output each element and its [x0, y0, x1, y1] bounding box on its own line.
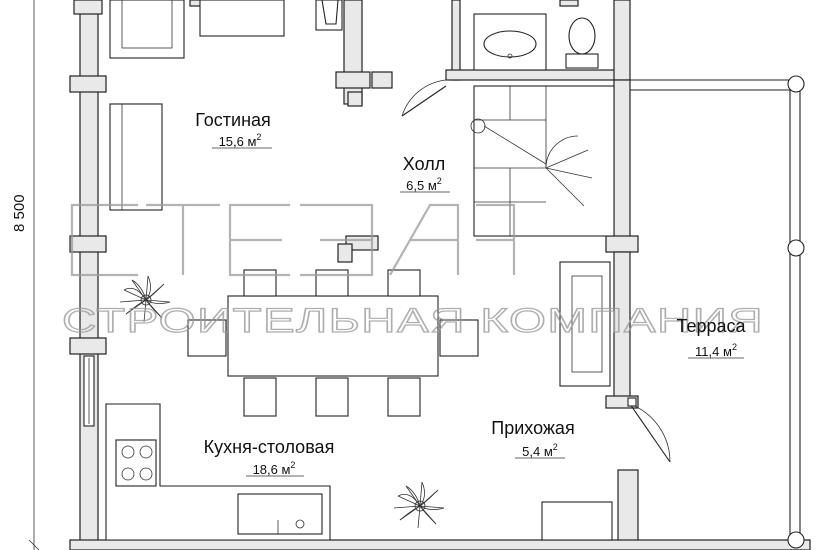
dining-area	[187, 269, 479, 417]
watermark: СТРОИТЕЛЬНАЯ КОМПАНИЯ	[61, 203, 764, 341]
room-name: Терраса	[676, 316, 746, 336]
room-name: Гостиная	[195, 110, 271, 130]
room-area: 5,4 м2	[522, 442, 558, 459]
tv-cabinet	[109, 103, 163, 211]
dining-table	[227, 295, 439, 377]
terrace-post	[787, 531, 805, 549]
chair	[439, 319, 479, 357]
chair	[315, 377, 349, 417]
room-name: Кухня-столовая	[204, 437, 335, 457]
room-kitchen: Кухня-столовая 18,6 м2	[204, 437, 335, 477]
room-terrace: Терраса 11,4 м2	[676, 316, 746, 359]
chair	[243, 377, 277, 417]
bathroom	[315, 0, 599, 71]
sofa	[109, 0, 185, 59]
room-hall: Холл 6,5 м2	[400, 154, 450, 193]
chair	[387, 377, 421, 417]
watermark-tagline: СТРОИТЕЛЬНАЯ КОМПАНИЯ	[62, 302, 764, 340]
room-labels: Гостиная 15,6 м2 Холл 6,5 м2 Терраса 11,…	[195, 110, 746, 477]
sink	[473, 13, 547, 71]
staircase	[473, 85, 615, 237]
room-living: Гостиная 15,6 м2	[195, 110, 272, 149]
dimension-label: 8 500	[11, 194, 28, 232]
hall	[401, 79, 615, 237]
dimension-line: 8 500	[11, 0, 40, 550]
watermark-logo	[70, 203, 516, 277]
room-area: 11,4 м2	[695, 342, 737, 359]
room-entry: Прихожая 5,4 м2	[491, 418, 574, 459]
chair	[387, 269, 421, 297]
outer-walls	[69, 0, 811, 550]
plant-icon	[119, 275, 171, 323]
terrace-post	[787, 75, 805, 93]
kitchen-sink	[237, 493, 323, 535]
room-area: 18,6 м2	[253, 460, 296, 477]
terrace	[630, 75, 805, 549]
armchair	[199, 0, 285, 37]
room-area: 15,6 м2	[219, 132, 262, 149]
terrace-post	[787, 239, 805, 257]
room-name: Прихожая	[491, 418, 574, 438]
toilet-icon	[565, 17, 599, 69]
living-room-furniture	[109, 0, 285, 211]
stove-icon	[115, 439, 157, 487]
kitchen-counter	[105, 403, 331, 541]
shoe-cabinet	[541, 501, 613, 541]
plant-icon	[393, 481, 445, 529]
room-name: Холл	[403, 154, 445, 174]
chair	[187, 319, 227, 357]
room-area: 6,5 м2	[406, 176, 442, 193]
entry-furniture	[541, 261, 671, 541]
